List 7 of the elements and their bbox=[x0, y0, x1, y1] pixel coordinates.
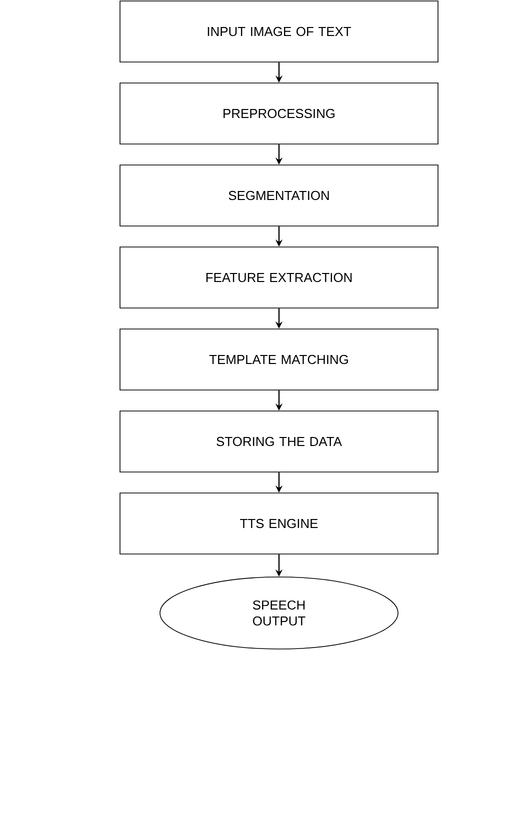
process-box: TEMPLATE MATCHING bbox=[120, 328, 438, 390]
process-box: FEATURE EXTRACTION bbox=[120, 246, 438, 308]
process-box: INPUT IMAGE OF TEXT bbox=[120, 0, 438, 62]
process-box: SEGMENTATION bbox=[120, 164, 438, 226]
process-box: PREPROCESSING bbox=[120, 82, 438, 144]
process-box: TTS ENGINE bbox=[120, 492, 438, 554]
process-box: STORING THE DATA bbox=[120, 410, 438, 472]
